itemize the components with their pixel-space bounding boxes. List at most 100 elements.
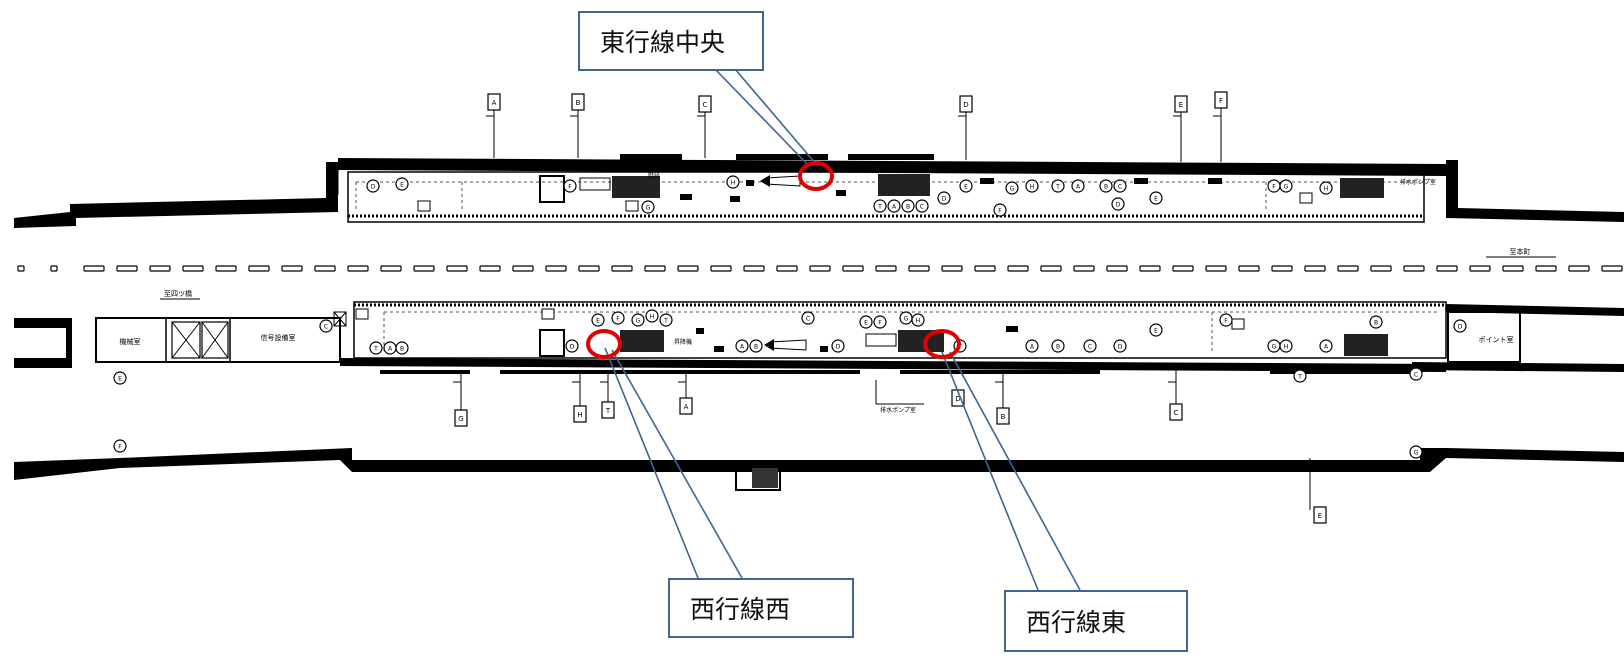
equipment-marker-circle (1113, 179, 1127, 193)
track-dash (677, 265, 699, 272)
equipment-marker-circle-letter: F (616, 316, 620, 323)
equipment-marker-circle (749, 339, 763, 353)
equipment-marker-circle-letter: T (663, 318, 668, 325)
callout-westbound-east: 西行線東 (1004, 590, 1188, 652)
equipment-marker-circle (911, 313, 925, 327)
westbound-platform: 昇降機 排水ポンプ室 (353, 301, 1447, 414)
equipment-marker-circle (1025, 339, 1039, 353)
equipment-marker-circle (1409, 367, 1423, 381)
equipment-marker-box (698, 95, 712, 113)
equipment-marker-circle-letter: C (920, 204, 924, 211)
equipment-marker-circle-letter: G (1284, 184, 1289, 191)
equipment-marker-circle (735, 339, 749, 353)
machine-room-label: 機械室 (120, 337, 141, 346)
equipment-marker-circle-letter: F (878, 320, 882, 327)
equipment-marker-letter: D (955, 395, 960, 403)
equipment-marker-circle-letter: E (864, 320, 868, 327)
equipment-marker-circle-letter: C (806, 316, 810, 323)
equipment-marker-circle-letter: G (1414, 450, 1419, 457)
track-dash (1271, 265, 1293, 272)
track-dash (1040, 265, 1062, 272)
track-dash (446, 265, 468, 272)
callout-eastbound-center-text: 東行線中央 (600, 28, 726, 57)
equipment-marker-letter: E (1179, 101, 1183, 109)
equipment-marker-circle (1149, 323, 1163, 337)
direction-west-label: 至四ツ橋 (164, 289, 192, 298)
track-dash (17, 265, 25, 272)
equipment-marker-circle (1149, 191, 1163, 205)
equipment-marker-circle (1279, 339, 1293, 353)
equipment-marker-circle-letter: B (1374, 320, 1378, 327)
track-dash (1502, 265, 1524, 272)
track-dash (611, 265, 633, 272)
equipment-marker-circle (726, 175, 740, 189)
equipment-marker-circle (395, 177, 409, 191)
equipment-marker-box (959, 95, 973, 113)
equipment-marker-circle (1369, 315, 1383, 329)
callout-pointer-lines (604, 68, 1081, 591)
track-dash (248, 265, 270, 272)
equipment-marker-circle (1279, 179, 1293, 193)
equipment-marker-circle-letter: T (1297, 374, 1302, 381)
track-dash (182, 265, 204, 272)
track-dash (1469, 265, 1491, 272)
equipment-marker-box (1169, 403, 1183, 421)
track-dash (413, 265, 435, 272)
equipment-marker-letter: A (492, 99, 497, 107)
equipment-marker-circle (1071, 179, 1085, 193)
equipment-marker-circle (873, 315, 887, 329)
track-dash (710, 265, 732, 272)
equipment-marker-circle (1051, 339, 1065, 353)
equipment-marker-circle (873, 199, 887, 213)
stairs-label-east: 階段 (648, 172, 660, 180)
equipment-marker-circle-letter: D (942, 196, 947, 203)
equipment-marker-circle-letter: E (118, 376, 122, 383)
track-dash (941, 265, 963, 272)
equipment-marker-box (1313, 506, 1327, 524)
platform-tag (625, 200, 639, 212)
equipment-marker-circle (659, 313, 673, 327)
equipment-marker-circle-letter: T (1055, 184, 1060, 191)
equipment-marker-circle (859, 315, 873, 329)
equipment-marker-circle-letter: B (400, 346, 404, 353)
equipment-marker-circle-letter: H (1030, 184, 1035, 191)
equipment-marker-circle (645, 309, 659, 323)
equipment-marker-circle (1293, 369, 1307, 383)
bottom-exit-stairs (735, 458, 1311, 510)
track-dash (1007, 265, 1029, 272)
equipment-marker-circle-letter: G (1272, 344, 1277, 351)
equipment-marker-circle-letter: D (1116, 202, 1121, 209)
equipment-marker-circle (565, 339, 579, 353)
equipment-marker-letter: F (1219, 97, 1223, 105)
equipment-marker-letter: B (1001, 413, 1006, 421)
pump-room-label-west: 排水ポンプ室 (880, 406, 916, 414)
equipment-marker-circle (1099, 179, 1113, 193)
track-dash (545, 265, 567, 272)
track-dash (215, 265, 237, 272)
track-dash (1535, 265, 1557, 272)
equipment-marker-circle (901, 199, 915, 213)
highlight-east-center (798, 161, 834, 191)
equipment-marker-circle (369, 341, 383, 355)
equipment-marker-circle-letter: F (1272, 184, 1276, 191)
track-dash (1205, 265, 1227, 272)
equipment-marker-circle-letter: C (1414, 372, 1418, 379)
equipment-marker-circle (1319, 339, 1333, 353)
equipment-marker-letter: B (576, 99, 581, 107)
track-dash (347, 265, 369, 272)
equipment-marker-circle-letter: E (1154, 328, 1158, 335)
equipment-marker-circle (1005, 181, 1019, 195)
equipment-marker-box (996, 407, 1010, 425)
signal-room-label: 信号設備室 (261, 333, 296, 342)
equipment-marker-circle-letter: B (1104, 184, 1108, 191)
equipment-marker-circle (1111, 197, 1125, 211)
track-dash (1073, 265, 1095, 272)
equipment-marker-circle-letter: F (998, 208, 1002, 215)
equipment-marker-circle (887, 199, 901, 213)
equipment-marker-circle-letter: A (388, 346, 393, 353)
track-dash (314, 265, 336, 272)
point-room-label: ポイント室 (1479, 335, 1514, 344)
equipment-marker-box (573, 405, 587, 423)
equipment-marker-box (487, 93, 501, 111)
